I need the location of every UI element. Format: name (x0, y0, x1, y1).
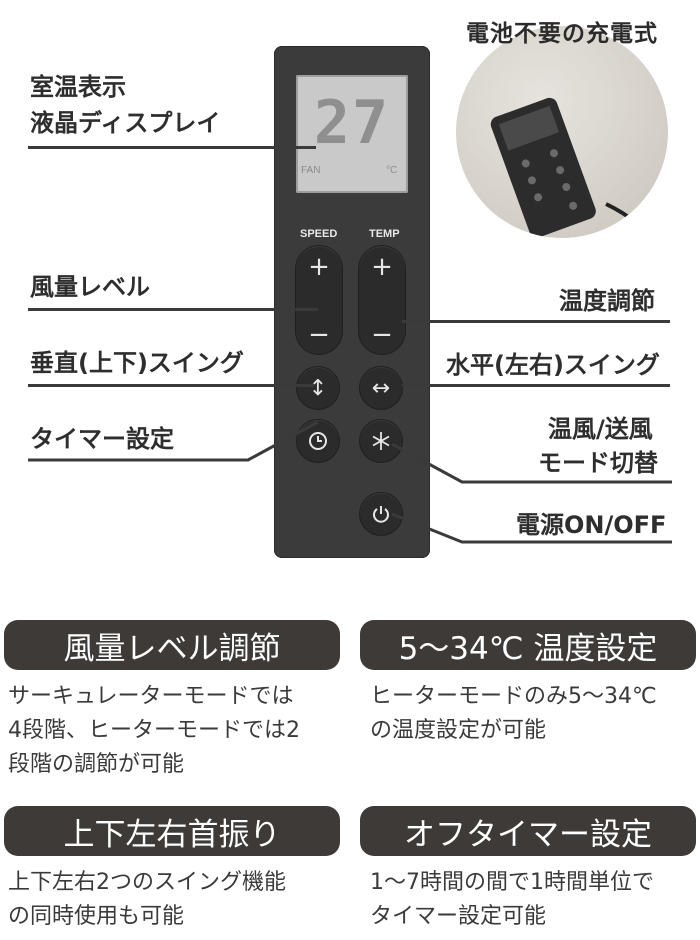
speed-plus-button[interactable]: + (308, 252, 330, 282)
callout-vertical-swing: 垂直(上下)スイング (30, 349, 244, 377)
feature-desc-line: 1〜7時間の間で1時間単位で (370, 870, 654, 895)
feature-title-fan-level: 風量レベル調節 (4, 620, 340, 670)
callout-mode-line2: モード切替 (538, 449, 658, 477)
feature-desc-line: の温度設定が可能 (370, 718, 547, 743)
callout-display-line1: 室温表示 (30, 73, 126, 101)
vertical-swing-button[interactable]: ↕ (297, 367, 339, 409)
lcd-display (296, 75, 408, 193)
speed-minus-button[interactable]: − (308, 320, 330, 350)
feature-desc-line: タイマー設定可能 (370, 904, 547, 929)
product-photo (456, 26, 668, 238)
callout-timer: タイマー設定 (30, 425, 174, 453)
vertical-swing-icon: ↕ (308, 375, 328, 401)
power-icon (373, 506, 389, 523)
callout-line-vertical (28, 384, 314, 387)
feature-desc-line: 段階の調節が可能 (8, 752, 185, 777)
callout-mode-line1: 温風/送風 (548, 415, 653, 443)
feature-desc-timer: 1〜7時間の間で1時間単位で タイマー設定可能 (370, 866, 696, 934)
speed-rocker[interactable] (296, 246, 342, 354)
callout-line-display (28, 146, 316, 149)
remote-photo-illustration (490, 97, 648, 238)
feature-desc-line: ヒーターモードのみ5〜34℃ (370, 684, 657, 709)
clock-icon (309, 432, 327, 450)
feature-title-timer: オフタイマー設定 (360, 806, 696, 856)
mode-button[interactable] (360, 420, 402, 462)
feature-desc-temp: ヒーターモードのみ5〜34℃ の温度設定が可能 (370, 680, 696, 748)
callout-display-line2: 液晶ディスプレイ (30, 109, 221, 137)
temp-minus-button[interactable]: − (371, 320, 393, 350)
lcd-unit: °C (386, 165, 398, 176)
feature-desc-line: 4段階、ヒーターモードでは2 (8, 718, 300, 743)
callout-line-timer (28, 420, 318, 462)
lcd-temperature-value: 27 (313, 88, 391, 158)
timer-button[interactable] (297, 420, 339, 462)
callout-fan-level: 風量レベル (30, 273, 150, 301)
feature-desc-line: 上下左右2つのスイング機能 (8, 870, 286, 895)
snowflake-sun-icon (372, 432, 390, 450)
temp-rocker[interactable] (359, 246, 405, 354)
speed-label: SPEED (300, 228, 338, 240)
callout-line-fan (28, 308, 318, 311)
callout-line-horizontal (402, 384, 670, 387)
callout-temp-adjust: 温度調節 (559, 287, 655, 315)
feature-desc-line: サーキュレーターモードでは (8, 684, 294, 709)
temp-label: TEMP (369, 228, 400, 240)
callout-line-temp (402, 320, 670, 323)
temp-plus-button[interactable]: + (371, 252, 393, 282)
feature-desc-swing: 上下左右2つのスイング機能 の同時使用も可能 (8, 866, 348, 934)
callout-line-power (392, 512, 672, 544)
horizontal-swing-button[interactable]: ↔ (360, 367, 402, 409)
feature-desc-line: の同時使用も可能 (8, 904, 185, 929)
feature-title-temp: 5〜34℃ 温度設定 (360, 620, 696, 670)
callout-horizontal-swing: 水平(左右)スイング (446, 351, 660, 379)
feature-desc-fan-level: サーキュレーターモードでは 4段階、ヒーターモードでは2 段階の調節が可能 (8, 680, 348, 782)
callout-line-mode (392, 442, 672, 484)
horizontal-swing-icon: ↔ (371, 375, 391, 401)
photo-caption: 電池不要の充電式 (466, 21, 658, 47)
feature-title-swing: 上下左右首振り (4, 806, 340, 856)
callout-power: 電源ON/OFF (516, 511, 667, 539)
lcd-fan-indicator: FAN (301, 165, 321, 176)
